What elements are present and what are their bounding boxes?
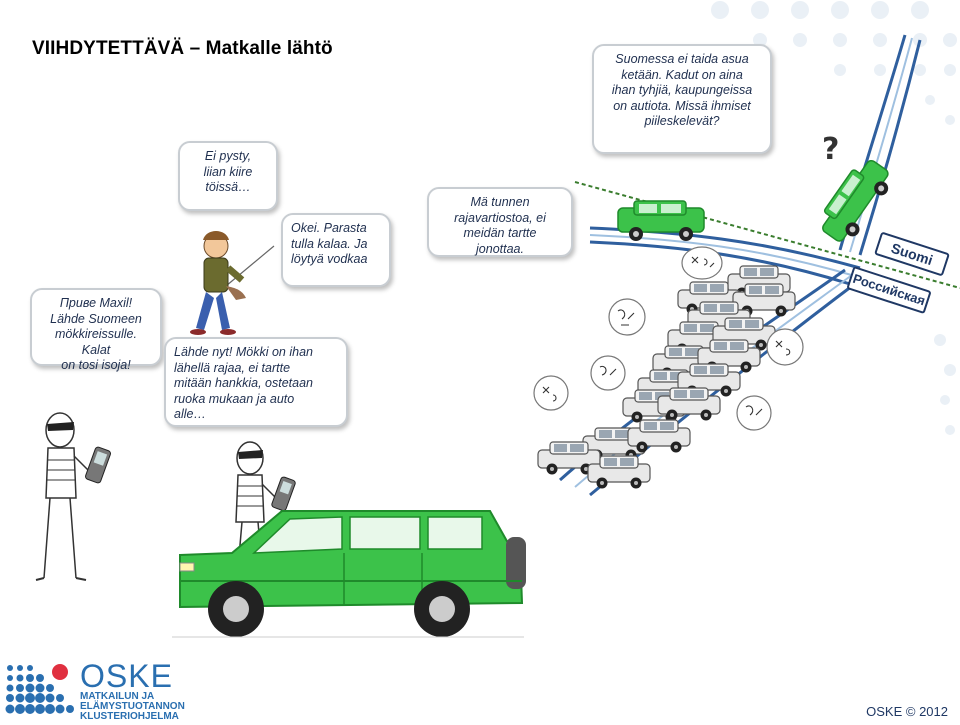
bubble-fishing-text: Okei. Parasta tulla kalaa. Ja löytyä vod…: [291, 221, 368, 266]
green-suv-large: [172, 510, 526, 638]
border-line: [574, 181, 960, 289]
footer-copyright: OSKE © 2012: [866, 704, 948, 719]
bubble-lets-go: Lähde nyt! Mökki on ihan lähellä rajaa, …: [164, 337, 348, 427]
oske-line-2: ELÄMYSTUOTANNON: [80, 701, 185, 712]
bubble-greeting: Приве Maxil! Lähde Suomeen mökkireissull…: [30, 288, 162, 372]
bubble-no-time-text: Ei pysty, liian kiire töissä…: [203, 149, 253, 194]
bubble-lets-go-text: Lähde nyt! Mökki on ihan lähellä rajaa, …: [174, 345, 313, 421]
oske-logo-mark: [5, 664, 74, 714]
green-car-small: [617, 200, 705, 241]
bubble-empty-streets-text: Suomessa ei taida asua ketään. Kadut on …: [611, 52, 753, 128]
bubble-no-time: Ei pysty, liian kiire töissä…: [178, 141, 278, 211]
bubble-empty-streets: Suomessa ei taida asua ketään. Kadut on …: [592, 44, 772, 154]
oske-brand: OSKE: [80, 658, 173, 694]
oske-line-3: KLUSTERIOHJELMA: [80, 711, 179, 722]
bubble-border-guard-text: Mä tunnen rajavartiostoa, ei meidän tart…: [454, 195, 546, 256]
angry-thought-bubbles: [533, 246, 804, 431]
green-car-north: [822, 159, 889, 242]
bubble-border-guard: Mä tunnen rajavartiostoa, ei meidän tart…: [427, 187, 573, 257]
oske-line-1: MATKAILUN JA: [80, 691, 155, 702]
fisherman-figure: [190, 231, 275, 335]
slide-title: VIIHDYTETTÄVÄ – Matkalle lähtö: [32, 38, 333, 59]
person-with-phone-left: [35, 412, 111, 581]
person-with-phone-right: [235, 441, 296, 569]
bubble-fishing: Okei. Parasta tulla kalaa. Ja löytyä vod…: [281, 213, 391, 287]
question-mark-icon: ?: [822, 132, 840, 167]
bubble-greeting-text: Приве Maxil! Lähde Suomeen mökkireissull…: [50, 296, 142, 372]
